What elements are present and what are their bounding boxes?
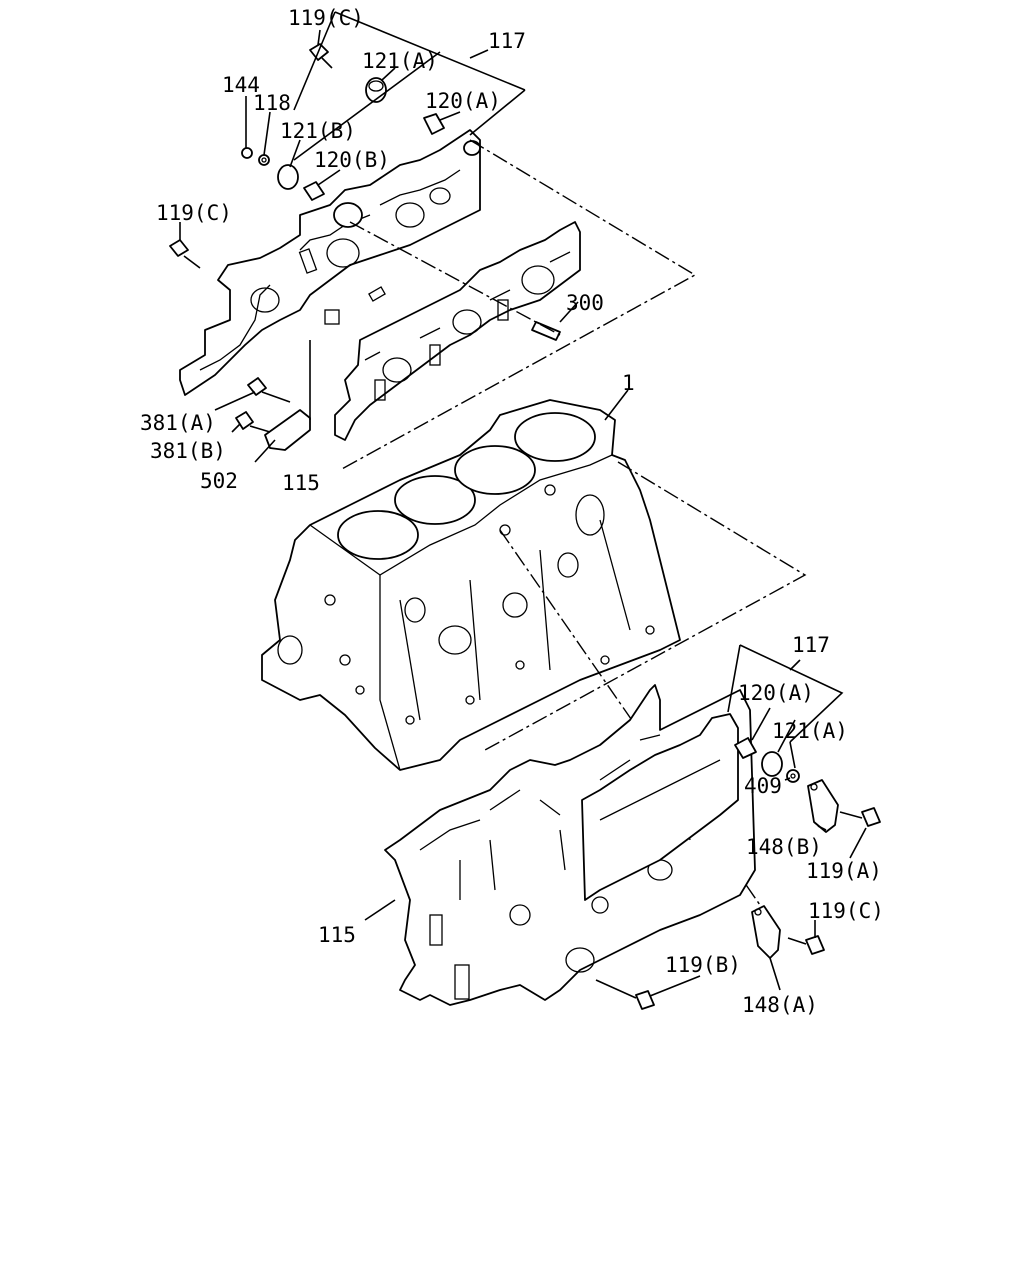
upper-heat-shield-rear [179, 129, 481, 396]
bracket-502 [264, 340, 311, 451]
label-121a-bottom: 121(A) [772, 719, 848, 743]
washer-409 [786, 769, 800, 783]
grommet-121a-bottom [761, 751, 783, 777]
label-115-top: 115 [282, 471, 320, 495]
label-144: 144 [222, 73, 260, 97]
bolt-119b [595, 979, 655, 1010]
label-115-bottom: 115 [318, 923, 356, 947]
label-119c-bottom: 119(C) [808, 899, 884, 923]
label-1: 1 [622, 371, 635, 395]
label-502: 502 [200, 469, 238, 493]
label-119c-left: 119(C) [156, 201, 232, 225]
grommet-121b [277, 164, 299, 190]
label-409: 409 [744, 774, 782, 798]
label-120a-top: 120(A) [425, 89, 501, 113]
bracket-148b [807, 779, 839, 833]
label-119c-top: 119(C) [288, 6, 364, 30]
label-120b: 120(B) [314, 148, 390, 172]
label-121a-top: 121(A) [362, 49, 438, 73]
spacer-120b [303, 181, 325, 201]
label-120a-bottom: 120(A) [738, 681, 814, 705]
bolt-119a [839, 807, 881, 827]
group-117-top-bracket [293, 11, 526, 161]
label-119a: 119(A) [806, 859, 882, 883]
assembly-line-top [339, 139, 697, 471]
label-117-bottom: 117 [792, 633, 830, 657]
spacer-120a-bottom [734, 737, 757, 759]
stud-300 [531, 321, 561, 341]
lower-heat-shield-rear [581, 713, 739, 901]
label-117-top: 117 [488, 29, 526, 53]
label-121b: 121(B) [280, 119, 356, 143]
group-117-bottom-bracket [727, 644, 844, 769]
label-381a: 381(A) [140, 411, 216, 435]
bolt-381a [247, 377, 291, 403]
label-148a: 148(A) [742, 993, 818, 1017]
spacer-120a-top [423, 113, 445, 135]
bracket-148a [751, 905, 781, 959]
bolt-381b [235, 411, 271, 433]
bolt-119c-left [169, 239, 201, 269]
bolt-119c-bottom [787, 935, 825, 955]
leader-lines [179, 29, 867, 997]
nut-144 [241, 147, 253, 159]
label-118: 118 [253, 91, 291, 115]
label-119b: 119(B) [665, 953, 741, 977]
upper-heat-shield-front [334, 221, 581, 441]
washer-118 [258, 154, 270, 166]
label-300: 300 [566, 291, 604, 315]
cylinder-block [261, 399, 681, 771]
label-381b: 381(B) [150, 439, 226, 463]
label-148b: 148(B) [746, 835, 822, 859]
